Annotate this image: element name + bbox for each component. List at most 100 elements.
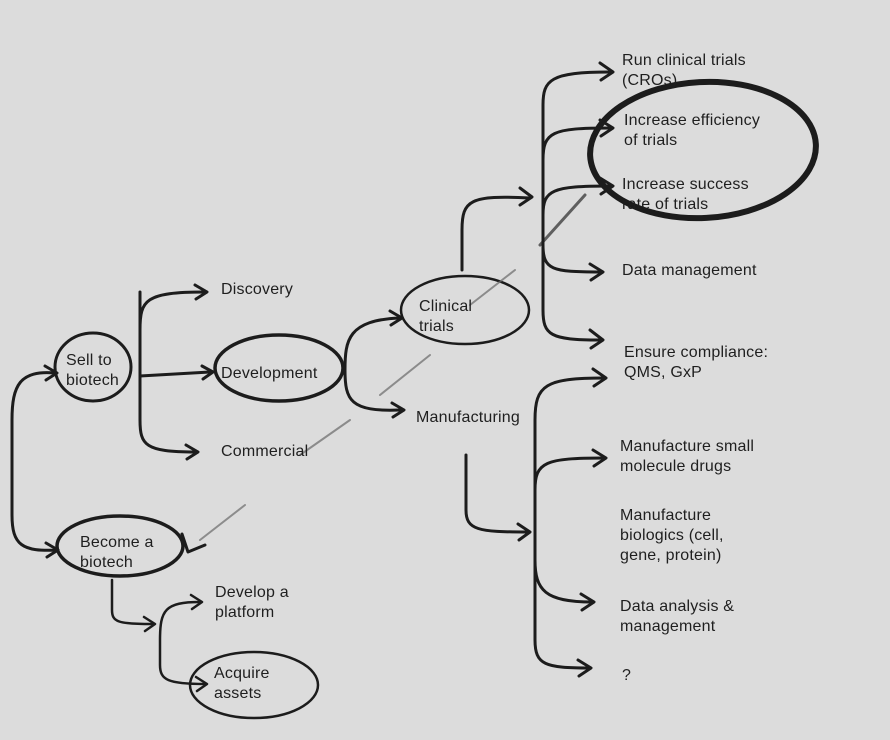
node-develop-a-platform: Develop a platform xyxy=(215,583,289,623)
node-label-line: Increase success xyxy=(622,176,749,193)
node-unknown: ? xyxy=(622,666,631,686)
node-label-line: Acquire xyxy=(214,665,270,682)
node-manufacture-small-molecule: Manufacture small molecule drugs xyxy=(620,437,754,477)
node-label-line: (CROs) xyxy=(622,72,678,89)
node-label-line: Run clinical trials xyxy=(622,52,746,69)
arrowhead xyxy=(591,448,608,468)
node-label-line: biologics (cell, xyxy=(620,527,724,544)
node-label-line: Discovery xyxy=(221,281,294,298)
node-label-line: rate of trials xyxy=(622,196,709,213)
connector-clinical xyxy=(541,70,612,342)
node-label-line: Data analysis & xyxy=(620,598,735,615)
arrowhead xyxy=(579,592,596,612)
arrowhead xyxy=(518,186,534,207)
arrowhead xyxy=(180,532,207,554)
node-label-line: molecule drugs xyxy=(620,458,732,475)
node-data-analysis: Data analysis & management xyxy=(620,597,734,637)
connector-root xyxy=(10,371,60,552)
node-label-line: Data management xyxy=(622,262,757,279)
arrowhead xyxy=(193,283,209,301)
node-label-line: platform xyxy=(215,604,275,621)
node-data-management: Data management xyxy=(622,261,757,281)
sketch-stroke xyxy=(199,504,246,541)
node-commercial: Commercial xyxy=(221,442,308,462)
arrowhead xyxy=(598,118,615,138)
node-label-line: Clinical xyxy=(419,298,473,315)
connector-clinical xyxy=(541,126,612,162)
arrowhead xyxy=(189,593,204,611)
development-circle xyxy=(213,333,345,403)
trials-focus-circle xyxy=(587,78,819,222)
node-label-line: Sell to xyxy=(66,352,112,369)
connector-manufacturing xyxy=(533,376,607,670)
node-manufacture-biologics: Manufacture biologics (cell, gene, prote… xyxy=(620,506,724,566)
connector-development xyxy=(343,368,402,412)
node-label-line: Manufacture small xyxy=(620,438,755,455)
arrowhead xyxy=(44,541,60,559)
connector-sell xyxy=(138,370,212,378)
arrowhead xyxy=(142,615,157,633)
connector-development xyxy=(343,316,402,372)
clinical-trials-circle xyxy=(399,274,531,346)
connector-biotech xyxy=(110,578,154,626)
sketch-stroke xyxy=(538,193,587,247)
become-a-biotech-circle xyxy=(55,514,185,578)
connector-manufacturing xyxy=(464,453,530,534)
node-acquire-assets: Acquire assets xyxy=(214,664,270,704)
node-label-line: of trials xyxy=(624,132,678,149)
node-label-line: trials xyxy=(419,318,454,335)
node-discovery: Discovery xyxy=(221,280,293,300)
connector-clinical xyxy=(541,184,612,217)
node-label-line: Increase efficiency xyxy=(624,112,761,129)
arrowhead xyxy=(200,364,215,381)
node-label-line: ? xyxy=(622,667,632,684)
sell-to-biotech-circle xyxy=(53,331,133,403)
connector-clinical xyxy=(460,195,532,272)
sketch-stroke xyxy=(379,354,431,396)
sketch-stroke xyxy=(299,419,351,456)
arrowhead xyxy=(388,309,404,327)
connector-manufacturing xyxy=(533,558,594,604)
node-label-line: biotech xyxy=(66,372,119,389)
node-label-line: assets xyxy=(214,685,262,702)
arrowhead xyxy=(598,61,615,82)
node-label-line: Manufacturing xyxy=(416,409,520,426)
arrowhead xyxy=(598,176,615,196)
arrowhead xyxy=(194,675,209,693)
connector-manufacturing xyxy=(533,456,607,492)
connector-clinical xyxy=(541,243,602,274)
node-label-line: Development xyxy=(221,365,318,382)
arrowhead xyxy=(588,262,605,282)
node-label-line: QMS, GxP xyxy=(624,364,703,381)
acquire-assets-circle xyxy=(188,650,320,720)
node-label-line: management xyxy=(620,618,716,635)
arrowhead xyxy=(184,443,200,461)
arrowhead xyxy=(43,364,59,382)
node-label-line: biotech xyxy=(80,554,133,571)
node-label-line: Become a xyxy=(80,534,154,551)
node-development: Development xyxy=(221,364,317,384)
arrowhead xyxy=(576,658,593,678)
arrowhead xyxy=(588,328,605,350)
connector-sell xyxy=(138,290,197,454)
node-manufacturing: Manufacturing xyxy=(416,408,520,428)
node-increase-success: Increase success rate of trials xyxy=(622,175,749,215)
arrowhead xyxy=(591,367,608,388)
node-sell-to-biotech: Sell to biotech xyxy=(66,351,119,391)
node-run-clinical-trials: Run clinical trials (CROs) xyxy=(622,51,746,91)
node-become-a-biotech: Become a biotech xyxy=(80,533,154,573)
connector-biotech xyxy=(158,600,207,686)
node-increase-efficiency: Increase efficiency of trials xyxy=(624,111,760,151)
node-ensure-compliance: Ensure compliance: QMS, GxP xyxy=(624,343,768,383)
arrowhead xyxy=(390,401,406,419)
node-label-line: Ensure compliance: xyxy=(624,344,769,361)
connector-sell xyxy=(138,290,207,332)
sketch-stroke xyxy=(469,269,516,306)
arrowhead xyxy=(516,522,532,542)
node-clinical-trials: Clinical trials xyxy=(419,297,472,337)
node-label-line: Develop a xyxy=(215,584,289,601)
node-label-line: Manufacture xyxy=(620,507,712,524)
node-label-line: Commercial xyxy=(221,443,309,460)
node-label-line: gene, protein) xyxy=(620,547,722,564)
